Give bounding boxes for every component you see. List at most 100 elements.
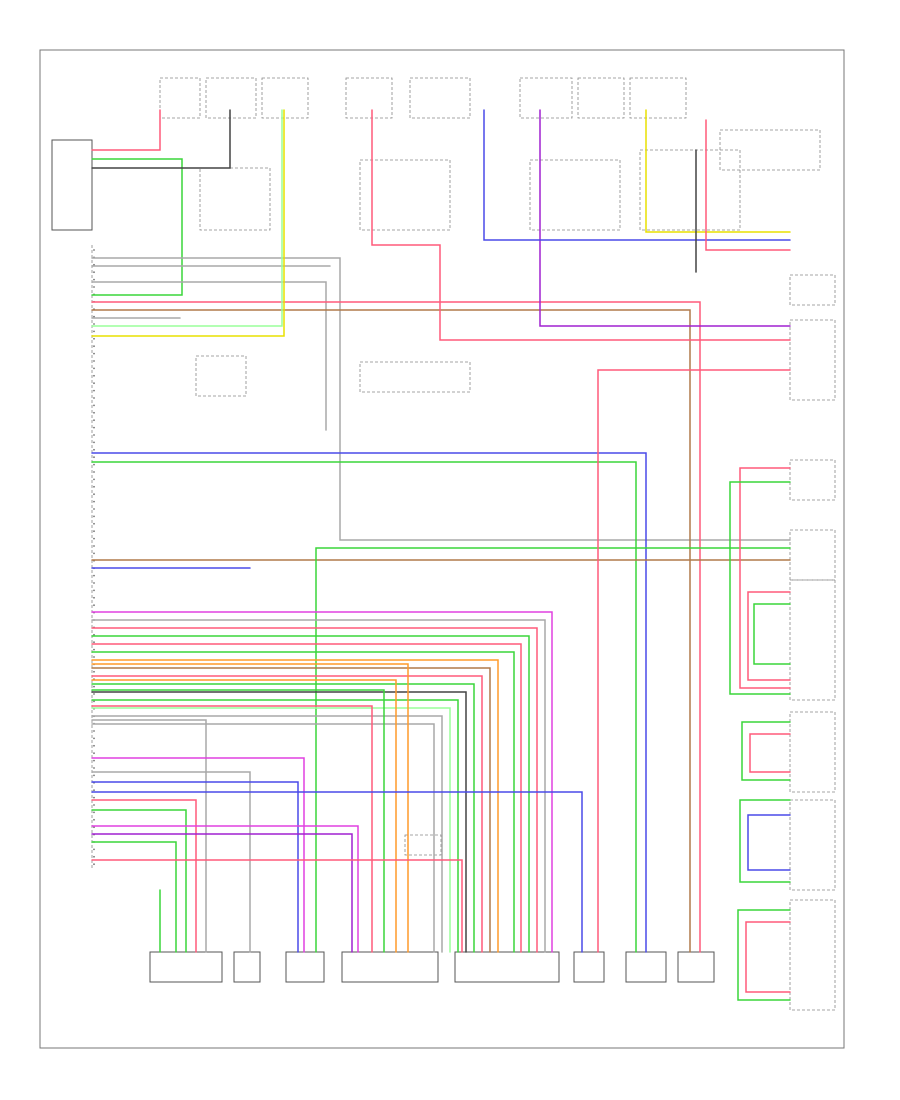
wire-violet-relay — [539, 109, 791, 327]
ecm-pin — [93, 493, 95, 496]
ecm-pin — [93, 811, 95, 814]
wire-green-b2 — [91, 809, 187, 953]
bottom-components — [149, 834, 715, 983]
wire-green-mid — [91, 461, 637, 953]
ecm-pin — [93, 552, 95, 555]
ecm-pin — [93, 397, 95, 399]
ecm-pin — [93, 670, 95, 673]
ecm-pin — [93, 818, 95, 821]
ecm-pin — [93, 774, 95, 777]
ecm-pin — [93, 411, 95, 414]
wire-lower-11 — [91, 699, 459, 953]
ecm-pin — [93, 345, 95, 348]
ecm-pin — [93, 545, 95, 547]
wire-blue-b2 — [91, 791, 583, 953]
wire-green-b1 — [91, 689, 385, 953]
wire-lower-3 — [91, 635, 530, 953]
ecm-pin — [93, 485, 95, 488]
ecm-pin — [93, 278, 95, 281]
wire-magenta-b2 — [91, 825, 359, 953]
ecm-pin — [93, 323, 95, 325]
wire-blue-relay — [483, 109, 791, 241]
wire-blue-right — [747, 814, 791, 871]
ecm-pin — [93, 500, 95, 503]
wire-lower-8 — [91, 675, 483, 953]
ecm-pin — [93, 389, 95, 392]
ecm-pin — [93, 582, 95, 584]
ecm-pin — [93, 752, 95, 755]
wire-blue-b1 — [91, 781, 299, 953]
ecm-pin — [93, 730, 95, 732]
wire-lower-13 — [91, 715, 443, 953]
right-connectors — [789, 274, 836, 1011]
wire-gray-b1 — [91, 719, 207, 953]
wire-violet-b1 — [91, 833, 353, 953]
wire-yellow-relay — [645, 109, 791, 233]
wire-gray-1 — [91, 257, 791, 541]
ecm-pin — [93, 855, 95, 858]
wire-lower-0 — [91, 611, 553, 953]
ecm-pin — [93, 463, 95, 466]
ecm-pin — [93, 633, 95, 636]
wire-green-right-3 — [741, 721, 791, 781]
ecm-pin — [93, 249, 95, 251]
ecm-pin — [93, 737, 95, 740]
wire-red-b1 — [91, 705, 373, 953]
ecm-pin — [93, 271, 95, 274]
ecm-pin — [93, 315, 95, 318]
wire-orange-3 — [91, 679, 397, 953]
wire-red-b2 — [91, 799, 197, 953]
ecm-pin — [93, 700, 95, 703]
wire-black-top — [91, 109, 231, 169]
wire-red-relay-2 — [705, 119, 791, 251]
ecm-pin — [93, 796, 95, 799]
wire-lower-9 — [91, 683, 475, 953]
diagram-frame — [39, 49, 845, 1049]
wire-orange-2 — [91, 663, 409, 953]
ecm-pin — [93, 360, 95, 362]
ecm-pin — [93, 367, 95, 370]
ecm-pin — [93, 522, 95, 525]
wire-lower-6 — [91, 659, 499, 953]
wire-lightgreen-1 — [91, 109, 283, 327]
ecm-pin — [93, 530, 95, 533]
ecm-pin — [93, 804, 95, 806]
ecm-pin — [93, 352, 95, 355]
wire-lower-10 — [91, 691, 467, 953]
wire-green-right-5 — [737, 909, 791, 1001]
ecm-pin — [93, 374, 95, 377]
wire-green-right — [729, 481, 791, 695]
relay-blocks — [195, 129, 821, 397]
ecm-pin — [93, 789, 95, 792]
wire-layer — [91, 109, 791, 1001]
ecm-pin — [93, 685, 95, 688]
ecm-pin — [93, 286, 95, 288]
ecm-pin — [93, 330, 95, 333]
ecm-pin — [93, 596, 95, 599]
wire-brown-main — [91, 309, 691, 953]
ecm-pin — [93, 537, 95, 540]
wire-red-b3 — [91, 859, 463, 953]
wire-red-right-3 — [749, 733, 791, 773]
wire-green-right-4 — [739, 799, 791, 883]
wire-red-main — [91, 301, 701, 953]
ecm-pin — [93, 404, 95, 407]
wire-lower-5 — [91, 651, 515, 953]
wire-red-relay — [371, 109, 791, 341]
ecm-pin — [93, 419, 95, 422]
ecm-pin — [93, 337, 95, 340]
ecm-pin — [93, 848, 95, 851]
ecm-pin — [93, 434, 95, 436]
wire-lower-7 — [91, 667, 491, 953]
wire-red-mid-right — [597, 369, 791, 953]
ecm-pin — [93, 515, 95, 518]
ecm-pin — [93, 508, 95, 510]
ecm-pin — [93, 471, 95, 473]
ecm-pin — [93, 426, 95, 429]
ecm-pin — [93, 604, 95, 607]
ecm-pin — [93, 441, 95, 444]
ecm-pin — [93, 382, 95, 385]
ecm-pin — [93, 456, 95, 459]
wire-yellow-1 — [91, 109, 285, 337]
